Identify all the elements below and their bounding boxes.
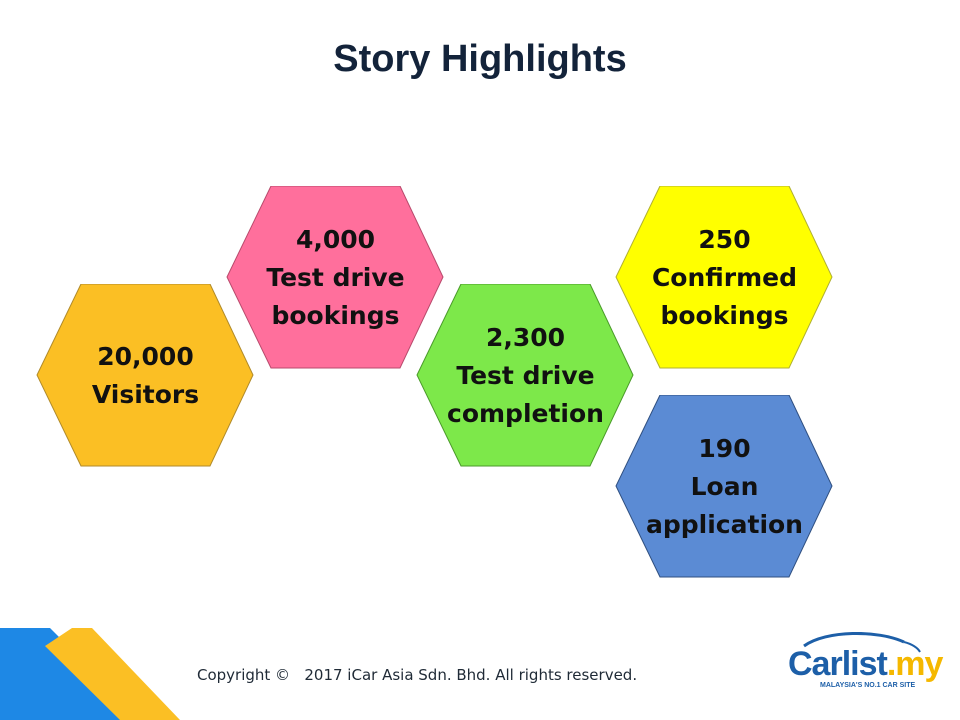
hexagon-shape xyxy=(615,186,833,369)
logo-brand: Carlist xyxy=(788,645,888,683)
stat-label-line-2: completion xyxy=(447,398,604,428)
yellow-band-shape xyxy=(45,628,180,720)
hexagon-shape xyxy=(615,395,833,578)
hexagon-shape xyxy=(226,186,444,369)
hexagon-label: 2,300 Test drive completion xyxy=(416,284,635,467)
hexagon-confirmed-bookings: 250 Confirmed bookings xyxy=(615,186,834,369)
stat-label: Visitors xyxy=(91,379,200,409)
stat-label-line-2: bookings xyxy=(660,300,789,330)
car-roof-swoosh-icon xyxy=(803,632,921,653)
stat-label-line-1: Test drive xyxy=(266,262,405,292)
hexagon-label: 250 Confirmed bookings xyxy=(615,186,834,369)
carlist-logo: Carlist.my MALAYSIA'S NO.1 CAR SITE xyxy=(786,632,943,692)
hexagon-label: 4,000 Test drive bookings xyxy=(226,186,445,369)
logo-suffix: .my xyxy=(886,645,944,683)
stat-label-line-2: bookings xyxy=(271,300,400,330)
hexagon-loan-application: 190 Loan application xyxy=(615,395,834,578)
copyright-text: Copyright © 2017 iCar Asia Sdn. Bhd. All… xyxy=(197,666,638,684)
slide-title: Story Highlights xyxy=(333,38,627,80)
hexagon-label: 190 Loan application xyxy=(615,395,834,578)
logo-tagline: MALAYSIA'S NO.1 CAR SITE xyxy=(820,682,916,689)
hexagon-label: 20,000 Visitors xyxy=(36,284,255,467)
logo-wordmark: Carlist.my xyxy=(788,644,944,684)
hexagon-visitors: 20,000 Visitors xyxy=(36,284,255,467)
stat-value: 4,000 xyxy=(295,224,376,254)
stat-value: 2,300 xyxy=(485,322,566,352)
stat-value: 190 xyxy=(698,433,751,463)
hexagon-test-drive-completion: 2,300 Test drive completion xyxy=(416,284,635,467)
corner-decoration xyxy=(0,628,180,720)
hexagon-shape xyxy=(416,284,634,467)
stat-value: 20,000 xyxy=(97,341,194,371)
stat-label-line-1: Confirmed xyxy=(651,262,798,292)
stat-label-line-2: application xyxy=(646,509,803,539)
stat-value: 250 xyxy=(698,224,751,254)
hexagon-test-drive-bookings: 4,000 Test drive bookings xyxy=(226,186,445,369)
hexagon-shape xyxy=(36,284,254,467)
stat-label-line-1: Test drive xyxy=(456,360,595,390)
stat-label-line-1: Loan xyxy=(690,471,759,501)
